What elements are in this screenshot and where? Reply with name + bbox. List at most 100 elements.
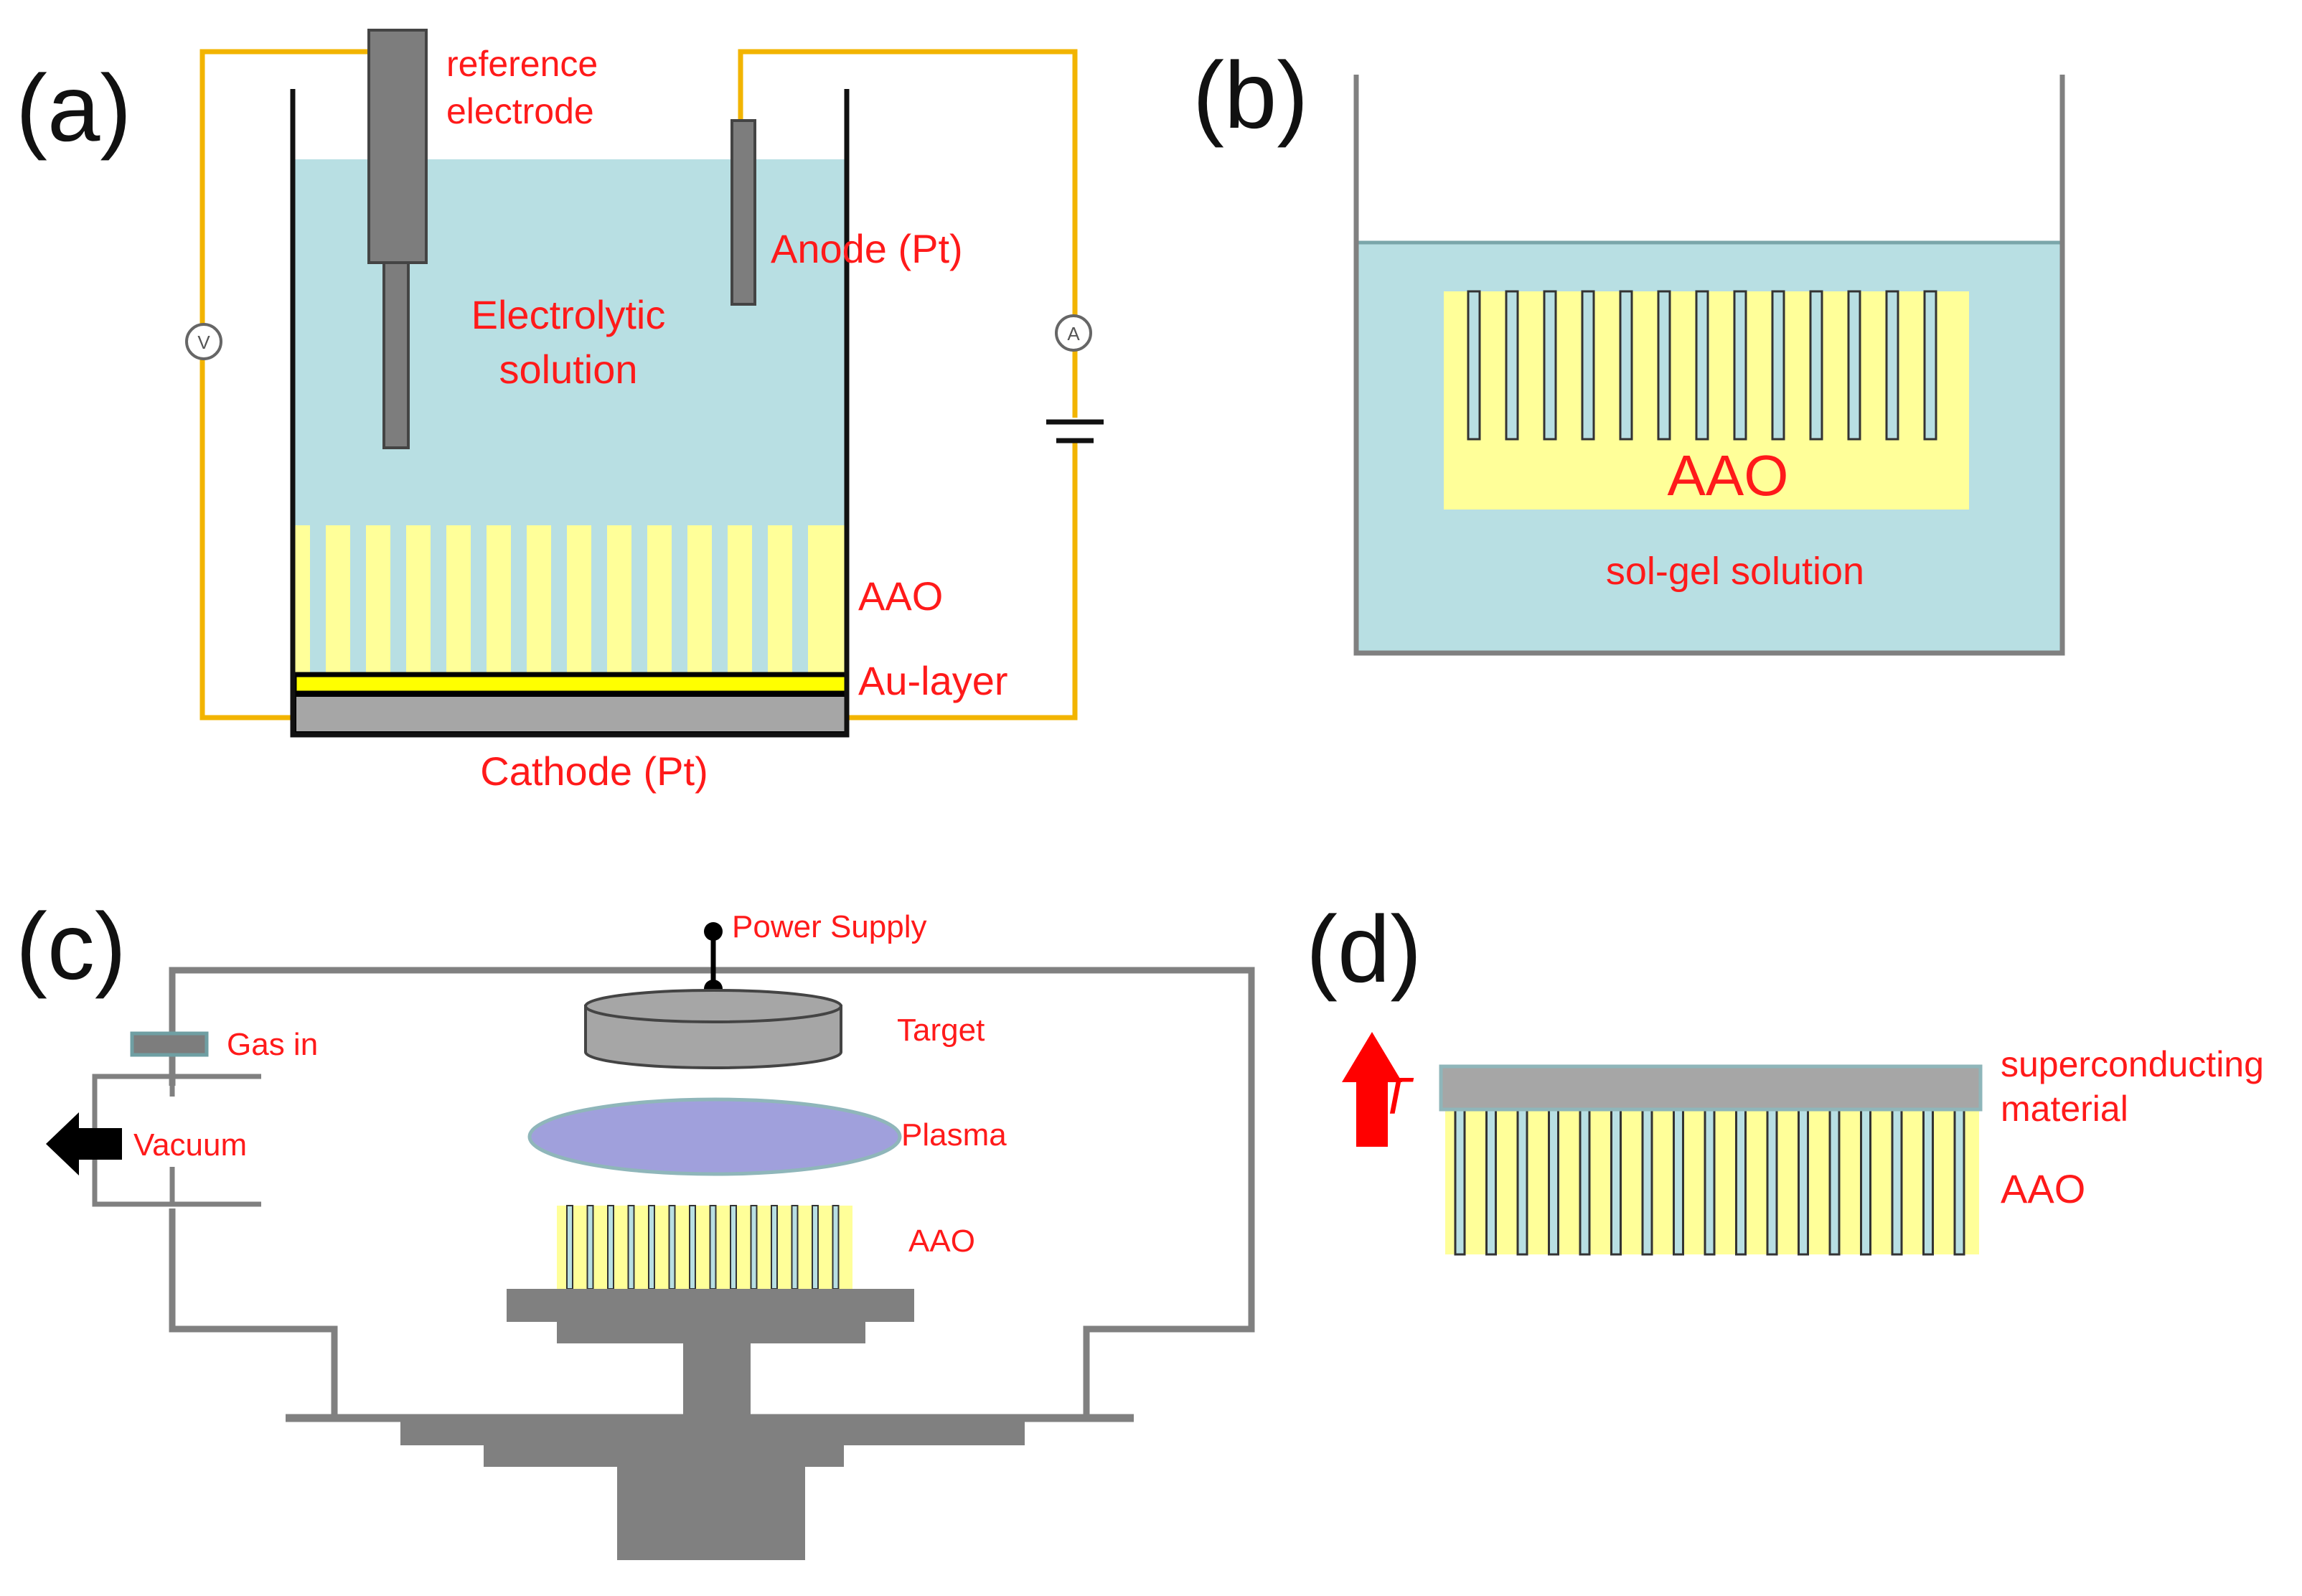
- aao-pore: [1798, 1108, 1809, 1256]
- aao-pore: [1766, 1108, 1778, 1256]
- aao-label: AAO: [908, 1224, 975, 1259]
- target-label: Target: [897, 1013, 985, 1048]
- aao-pore: [471, 525, 487, 675]
- aao-pore: [310, 525, 326, 675]
- aao-pore: [551, 525, 567, 675]
- temperature-symbol: T: [1379, 1068, 1414, 1125]
- aao-pore: [607, 1205, 614, 1290]
- aao-pore: [672, 525, 687, 675]
- aao-pore: [752, 525, 768, 675]
- reference-electrode-label-1: reference: [446, 44, 598, 84]
- aao-pore: [1922, 1108, 1934, 1256]
- aao-pore: [1809, 290, 1823, 441]
- aao-pore: [1860, 1108, 1871, 1256]
- anode-rod: [730, 119, 756, 306]
- aao-pore: [350, 525, 366, 675]
- aao-pore: [1610, 1108, 1622, 1256]
- aao-pore: [1923, 290, 1937, 441]
- holder-base-1: [400, 1418, 1025, 1445]
- panel-a: (a) V A: [16, 29, 1104, 794]
- aao-pore: [750, 1205, 758, 1290]
- container-walls: [1353, 75, 2065, 656]
- aao-pore: [1657, 290, 1671, 441]
- anode-label: Anode (Pt): [771, 226, 963, 271]
- aao-pore: [1891, 1108, 1903, 1256]
- substrate-holder: [400, 1289, 1025, 1560]
- ammeter: A: [1055, 314, 1092, 352]
- aao-pore: [1543, 290, 1557, 441]
- gas-inlet-valve: [130, 1031, 209, 1057]
- superconducting-label-2: material: [2001, 1089, 2128, 1129]
- aao-pore: [771, 1205, 778, 1290]
- aao-pore: [431, 525, 446, 675]
- chamber-wall-left-lower: [169, 1208, 338, 1418]
- aao-pore: [1548, 1108, 1559, 1256]
- aao-pore: [511, 525, 527, 675]
- aao-pore: [390, 525, 406, 675]
- beaker-walls: [290, 89, 850, 738]
- sol-gel-label: sol-gel solution: [1606, 550, 1864, 593]
- aao-pore: [1485, 1108, 1497, 1256]
- panel-d-tag: (d): [1306, 896, 1422, 1002]
- voltmeter-symbol: V: [197, 332, 210, 353]
- superconducting-label-1: superconducting: [2001, 1044, 2264, 1084]
- panel-a-tag: (a): [16, 55, 131, 161]
- aao-pore: [1733, 290, 1747, 441]
- aao-pore: [1771, 290, 1785, 441]
- superconducting-layer: [1439, 1064, 1983, 1112]
- plasma-label: Plasma: [901, 1117, 1007, 1153]
- aao-pores: [1467, 290, 1937, 441]
- aao-pore: [812, 1205, 819, 1290]
- panel-c-tag: (c): [16, 893, 126, 999]
- chamber-wall: [169, 967, 1255, 1418]
- holder-base-3: [617, 1467, 805, 1560]
- aao-pore: [627, 1205, 635, 1290]
- battery-icon: [1046, 418, 1104, 443]
- aao-pore: [1695, 290, 1709, 441]
- aao-pore: [709, 1205, 717, 1290]
- aao-pore: [566, 1205, 573, 1290]
- aao-pore: [1847, 290, 1861, 441]
- aao-pore: [1579, 1108, 1591, 1256]
- aao-pore: [1828, 1108, 1841, 1256]
- aao-pore: [730, 1205, 737, 1290]
- power-supply-label: Power Supply: [732, 909, 926, 944]
- aao-pore: [1735, 1108, 1747, 1256]
- cathode-label: Cathode (Pt): [480, 748, 708, 794]
- aao-pore: [791, 1205, 799, 1290]
- aao-pore: [1454, 1108, 1466, 1256]
- voltmeter: V: [185, 323, 222, 360]
- holder-stem: [683, 1343, 751, 1418]
- au-layer-label: Au-layer: [858, 658, 1008, 703]
- target-top: [584, 989, 842, 1023]
- panel-b: (b) AAO sol-gel solution: [1193, 42, 2065, 656]
- aao-pore: [668, 1205, 676, 1290]
- target-side: [584, 1005, 842, 1069]
- holder-base-2: [484, 1445, 844, 1467]
- plasma-ellipse: [527, 1097, 902, 1176]
- aao-label: AAO: [1668, 443, 1789, 507]
- solution-label-1: Electrolytic: [471, 292, 666, 337]
- left-wire: [199, 49, 373, 720]
- reference-electrode-body: [367, 29, 428, 264]
- aao-pore: [631, 525, 647, 675]
- aao-pore: [1505, 290, 1519, 441]
- aao-label: AAO: [2001, 1166, 2085, 1211]
- aao-pore: [832, 1205, 840, 1290]
- aao-template: [557, 1206, 852, 1289]
- aao-label: AAO: [858, 573, 943, 619]
- ammeter-circle: [1055, 314, 1092, 352]
- panel-b-tag: (b): [1193, 42, 1308, 148]
- au-layer: [291, 672, 850, 696]
- aao-pore: [1619, 290, 1633, 441]
- aao-pore: [648, 1205, 655, 1290]
- aao-pore: [591, 525, 607, 675]
- aao-pore: [1581, 290, 1595, 441]
- aao-pore: [689, 1205, 696, 1290]
- voltmeter-circle: [185, 323, 222, 360]
- reference-electrode-tip: [382, 261, 410, 449]
- target-disc: [584, 989, 842, 1069]
- aao-pore: [1641, 1108, 1653, 1256]
- vacuum-label: Vacuum: [133, 1127, 247, 1163]
